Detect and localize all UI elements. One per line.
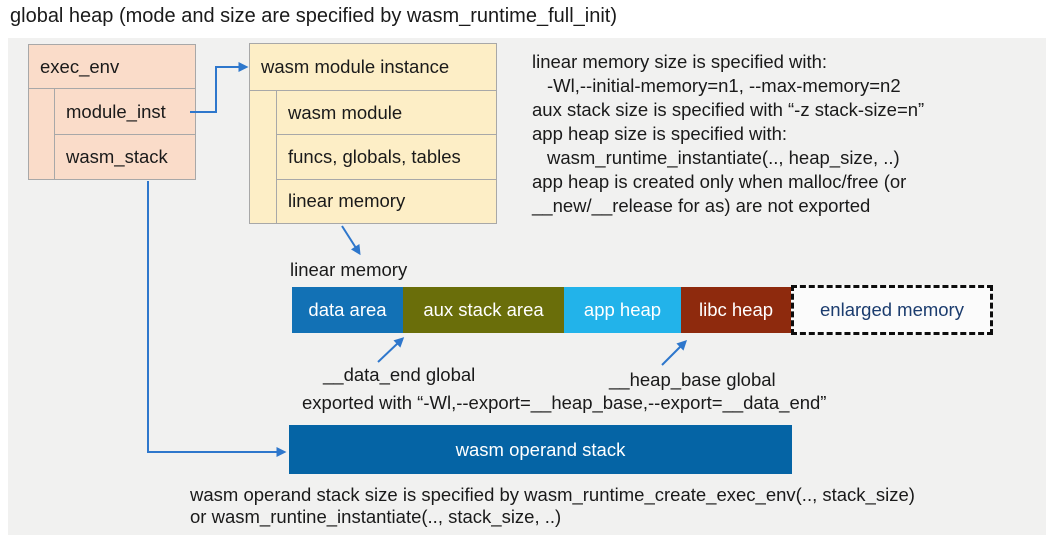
module-instance-field-linear-memory: linear memory — [277, 178, 496, 223]
module-instance-field-funcs-globals-tables: funcs, globals, tables — [277, 134, 496, 178]
size-notes: linear memory size is specified with: -W… — [532, 50, 1046, 218]
exec-env-title: exec_env — [29, 45, 195, 89]
operand-stack-note-line1: wasm operand stack size is specified by … — [190, 484, 915, 505]
segment-app-heap: app heap — [564, 287, 681, 333]
page-title: global heap (mode and size are specified… — [10, 5, 617, 27]
note-line: wasm_runtime_instantiate(.., heap_size, … — [547, 147, 900, 168]
segment-aux-stack-area: aux stack area — [403, 287, 564, 333]
data-end-global-label: __data_end global — [323, 364, 476, 385]
segment-data-area: data area — [292, 287, 403, 333]
module-instance-fields: wasm module funcs, globals, tables linea… — [276, 91, 496, 223]
note-line: app heap is created only when malloc/fre… — [532, 171, 907, 192]
module-instance-title: wasm module instance — [250, 44, 496, 91]
exported-with-label: exported with “-Wl,--export=__heap_base,… — [302, 392, 827, 413]
wasm-operand-stack-box: wasm operand stack — [289, 425, 792, 474]
segment-libc-heap: libc heap — [681, 287, 791, 333]
note-line: app heap size is specified with: — [532, 123, 788, 144]
linear-memory-label: linear memory — [290, 259, 408, 280]
heap-base-global-label: __heap_base global — [609, 369, 776, 390]
exec-env-field-module-inst: module_inst — [66, 100, 166, 122]
operand-stack-note-line2: or wasm_runtine_instantiate(.., stack_si… — [190, 506, 562, 527]
linear-memory-bar: data area aux stack area app heap libc h… — [292, 287, 791, 333]
note-line: linear memory size is specified with: — [532, 51, 828, 72]
operand-stack-note: wasm operand stack size is specified by … — [190, 484, 915, 528]
exec-env-field-wasm-stack: wasm_stack — [55, 134, 195, 179]
module-instance-field-wasm-module: wasm module — [288, 101, 403, 123]
note-line: -Wl,--initial-memory=n1, --max-memory=n2 — [547, 75, 901, 96]
note-line: __new/__release for as) are not exported — [532, 195, 871, 216]
segment-enlarged-memory: enlarged memory — [791, 285, 993, 335]
exec-env-fields: module_inst wasm_stack — [54, 89, 195, 179]
exec-env-box: exec_env module_inst wasm_stack — [28, 44, 196, 180]
note-line: aux stack size is specified with “-z sta… — [532, 99, 925, 120]
module-instance-box: wasm module instance wasm module funcs, … — [249, 43, 497, 224]
